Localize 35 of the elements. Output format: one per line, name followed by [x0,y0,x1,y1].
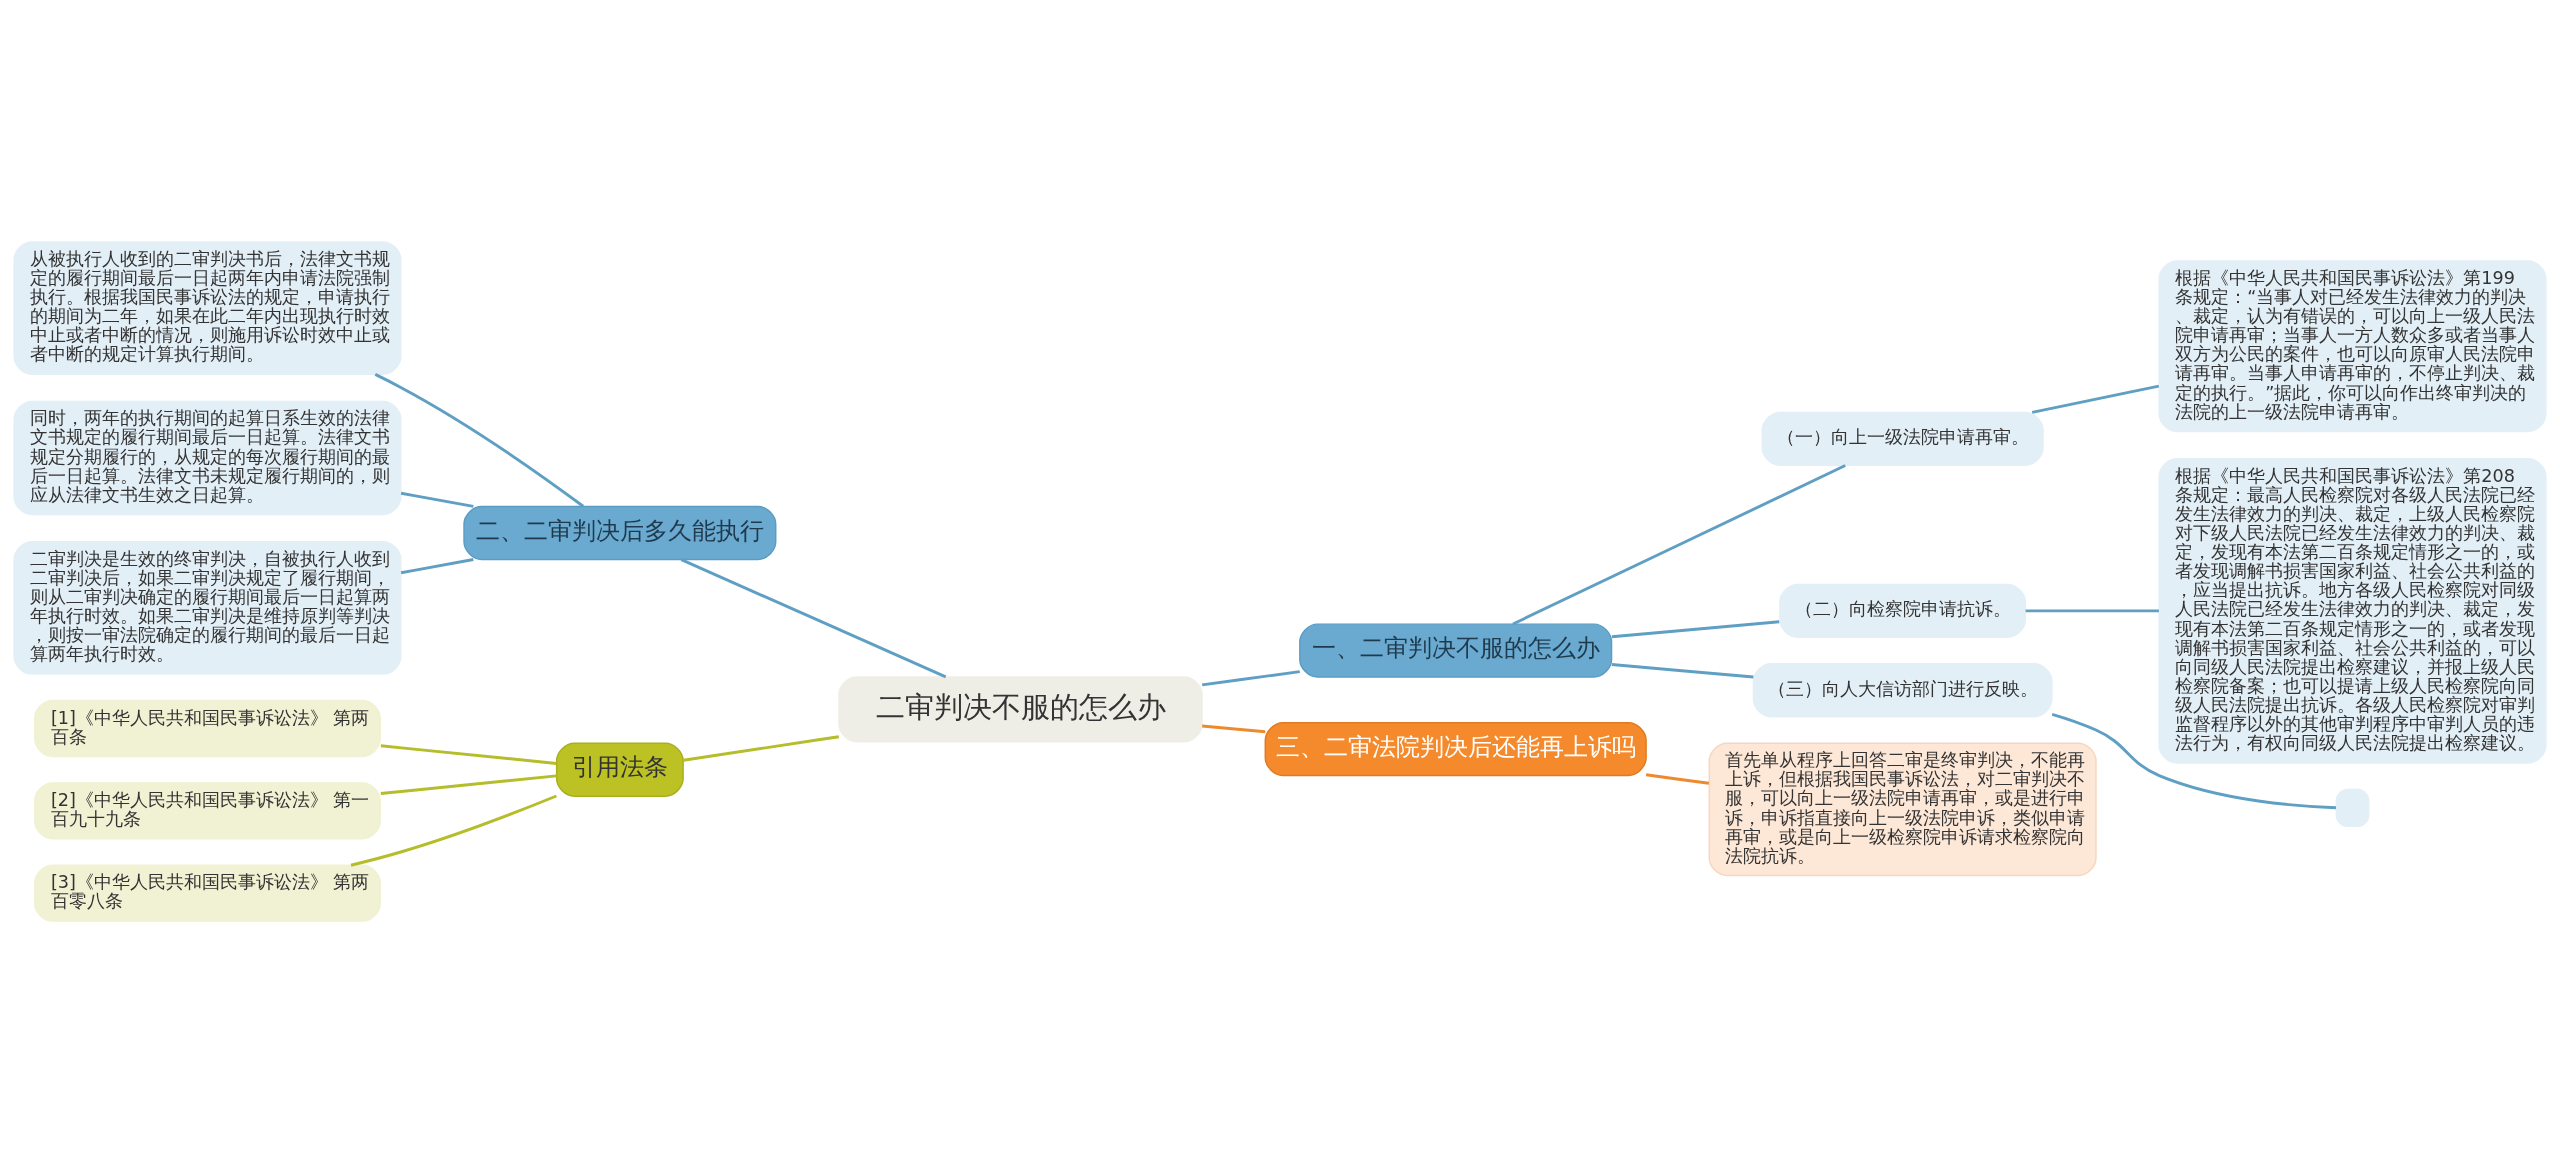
node-box: 从被执行人收到的二审判决书后，法律文书规定的履行期间最后一日起两年内申请法院强制执行。根据我国民事诉讼法的规定，申请执行的期间为二年，如果在此二年内出现执行时效中止或者中断的情况，则施用诉讼时效中止或者中断的规定计算执行期间。 [13,241,402,375]
node-box: 二审判决是生效的终审判决，自被执行人收到二审判决后，如果二审判决规定了履行期间，则从二审判决确定的履行期间最后一日起算两年执行时效。如果二审判决是维持原判等判决，则按一审法院确定的履行期间的最后一日起算两年执行时效。 [13,541,402,675]
connector [1202,724,1266,734]
node-box: 引用法条 [555,742,684,797]
connector [680,558,947,679]
connector [2031,384,2160,414]
connector [1645,773,1710,785]
connector [380,744,557,765]
node-box [2335,788,2370,828]
node-box: 二审判决不服的怎么办 [838,676,1203,743]
node-box: （三）向人大信访部门进行反映。 [1752,663,2053,718]
node-box: [3]《中华人民共和国民事诉讼法》 第两百零八条 [34,864,381,922]
node-box: （一）向上一级法院申请再审。 [1761,411,2044,467]
connector [380,774,557,796]
connector [2051,712,2337,810]
connector [1611,662,1754,679]
connector [1201,670,1300,687]
node-box: 根据《中华人民共和国民事诉讼法》第199条规定：“当事人对已经发生法律效力的判决、裁定，认为有错误的，可以向上一级人民法院申请再审；当事人一方人数众多或者当事人双方为公民的案件，也可以向原审人民法院申请再审。当事人申请再审的，不停止判决、裁定的执行。”据此，你可以向作出终审判决的法院的上一级法院申请再审。 [2158,260,2547,433]
node-box: 同时，两年的执行期间的起算日系生效的法律文书规定的履行期间最后一日起算。法律文书规定分期履行的，从规定的每次履行期间的最后一日起算。法律文书未规定履行期间的，则应从法律文书生效之日起算。 [13,400,402,516]
node-box: [1]《中华人民共和国民事诉讼法》 第两百条 [34,699,381,758]
node-box: 一、二审判决不服的怎么办 [1299,623,1613,678]
connector [400,491,474,508]
node-box: 三、二审法院判决后还能再上诉吗 [1264,721,1647,777]
connector [350,794,557,867]
node-box: （二）向检察院申请抗诉。 [1779,583,2027,639]
connector [374,373,585,508]
node-box: [2]《中华人民共和国民事诉讼法》 第一百九十九条 [34,782,381,840]
connector [1512,464,1846,626]
connector [400,558,474,575]
connector [683,735,839,762]
connector [2025,609,2159,613]
node-box: 首先单从程序上回答二审是终审判决，不能再上诉，但根据我国民事诉讼法，对二审判决不服，可以向上一级法院申请再审，或是进行申诉，申诉指直接向上一级法院申诉，类似申请再审，或是向上一级检察院申诉请求检察院向法院抗诉。 [1708,742,2097,877]
connector [1611,620,1780,639]
node-box: 二、二审判决后多久能执行 [463,505,777,561]
node-box: 根据《中华人民共和国民事诉讼法》第208条规定：最高人民检察院对各级人民法院已经发生法律效力的判决、裁定，上级人民检察院对下级人民法院已经发生法律效力的判决、裁定，发现有本法第二百条规定情形之一的，或者发现调解书损害国家利益、社会公共利益的，应当提出抗诉。地方各级人民检察院对同级人民法院已经发生法律效力的判决、裁定，发现有本法第二百条规定情形之一的，或者发现调解书损害国家利益、社会公共利益的，可以向同级人民法院提出检察建议，并报上级人民检察院备案；也可以提请上级人民检察院向同级人民法院提出抗诉。各级人民检察院对审判监督程序以外的其他审判程序中审判人员的违法行为，有权向同级人民法院提出检察建议。 [2158,458,2547,764]
